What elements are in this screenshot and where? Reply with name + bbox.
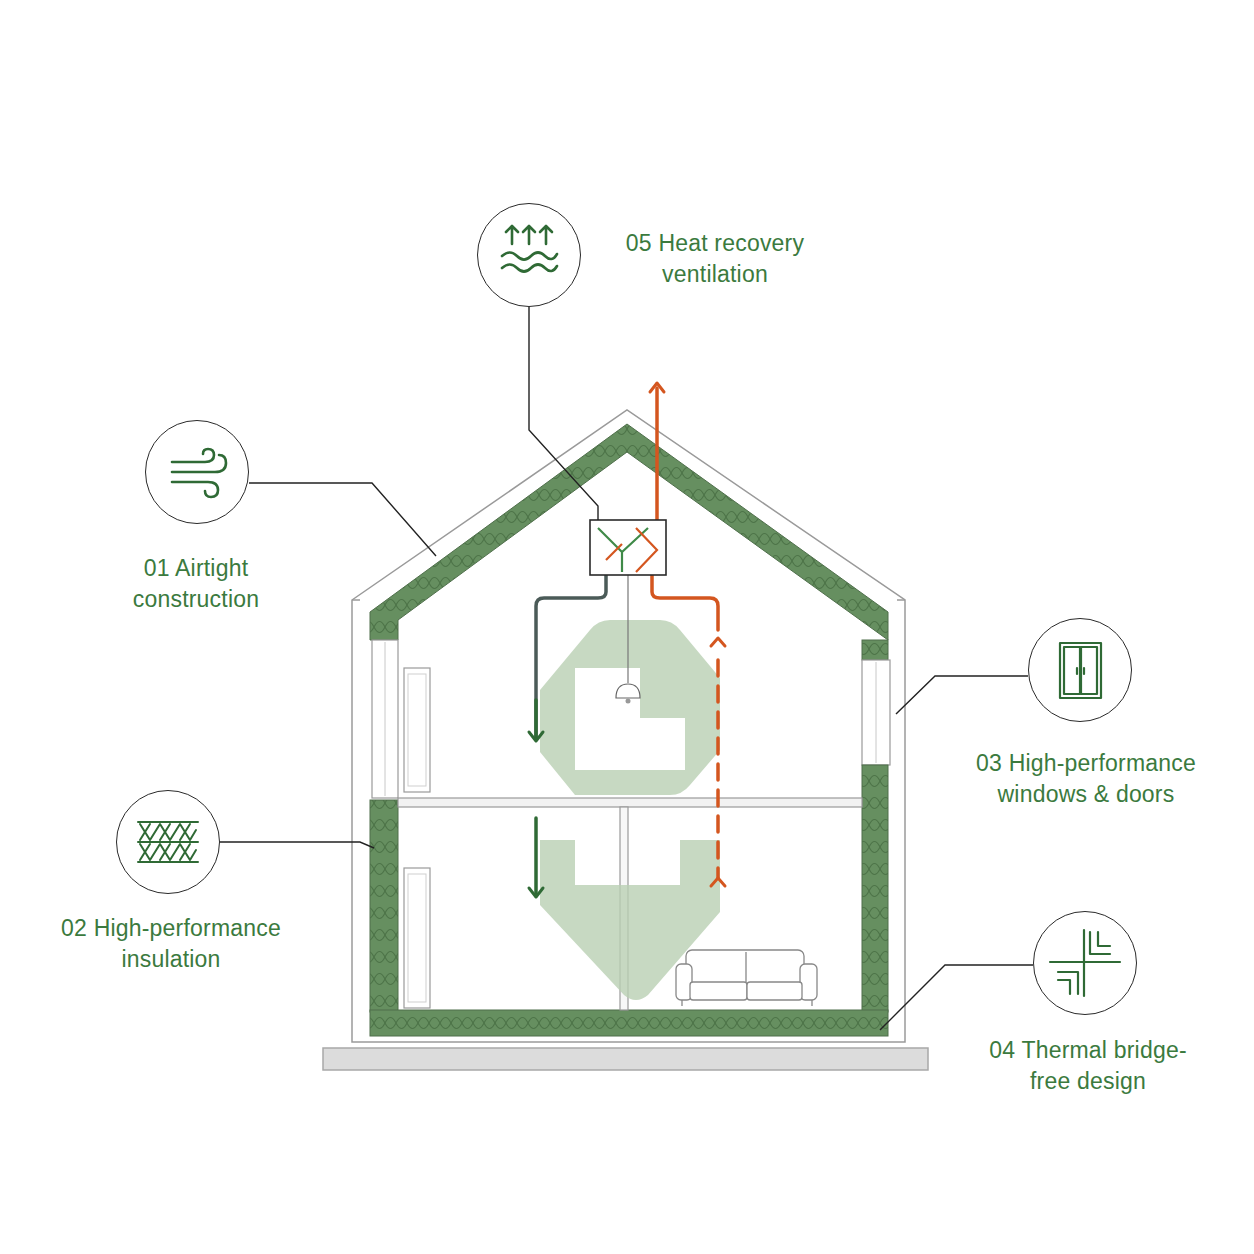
window — [862, 660, 890, 765]
callout-circle: 01 Airtight construction — [145, 420, 249, 524]
window-icon — [1060, 643, 1101, 698]
hrv-unit — [590, 520, 666, 575]
callout-label: 02 High-performance insulation — [46, 913, 296, 975]
radiator — [404, 868, 430, 1008]
airflow-shape — [540, 620, 720, 795]
sofa — [676, 950, 817, 1006]
window — [372, 640, 398, 798]
thermal-bridge-icon — [1050, 930, 1120, 996]
extract-duct — [652, 575, 718, 630]
supply-airflow — [534, 818, 538, 896]
radiator — [404, 668, 430, 792]
floor — [398, 798, 862, 807]
wall-insulation — [862, 765, 888, 1012]
callout-circle: 03 High-performance windows & doors — [1028, 618, 1132, 722]
callout-label: 01 Airtight construction — [111, 553, 281, 615]
callout-label: 04 Thermal bridge-free design — [973, 1035, 1203, 1097]
exhaust-duct — [655, 388, 659, 520]
supply-duct — [536, 575, 606, 738]
floor-insulation — [370, 1010, 888, 1036]
ventilation-icon — [502, 226, 557, 272]
callout-circle: 05 Heat recovery ventilation — [477, 203, 581, 307]
insulation-icon — [138, 822, 198, 862]
roof-insulation — [370, 424, 888, 640]
lamp — [616, 684, 640, 698]
callout-label: 05 Heat recovery ventilation — [600, 228, 830, 290]
callout-circle: 04 Thermal bridge-free design — [1033, 911, 1137, 1015]
wall-insulation — [370, 800, 398, 1012]
extract-airflow — [716, 660, 720, 878]
house-shell — [352, 410, 905, 1042]
wind-icon — [172, 449, 226, 497]
ground-slab — [323, 1048, 928, 1070]
callout-label: 03 High-performance windows & doors — [961, 748, 1211, 810]
leader-lines — [220, 307, 1033, 1030]
callout-circle: 02 High-performance insulation — [116, 790, 220, 894]
